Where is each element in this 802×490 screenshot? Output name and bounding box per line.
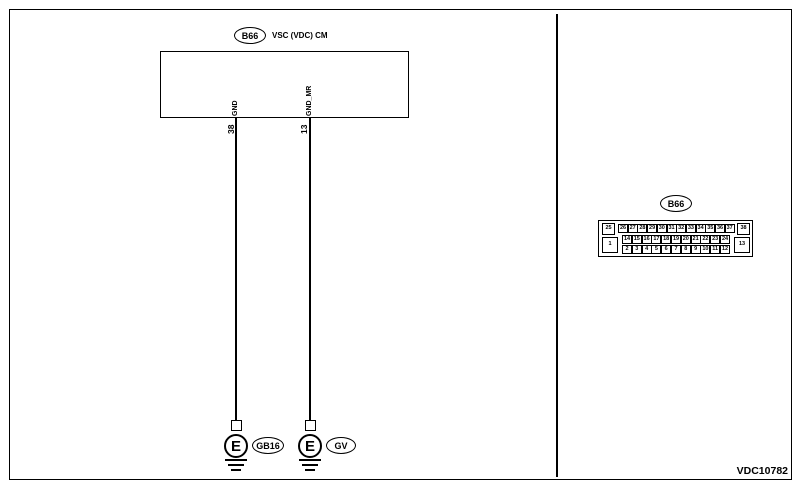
- connector-view-badge: B66: [660, 195, 692, 212]
- ground-bar-2c: [305, 469, 315, 471]
- pin-35: 35: [705, 224, 716, 233]
- pin-2: 2: [622, 245, 632, 254]
- ground-bar-1c: [231, 469, 241, 471]
- module-connector-badge: B66: [234, 27, 266, 44]
- pin-1: 1: [602, 237, 618, 253]
- panel-divider: [556, 14, 558, 477]
- pin-36: 36: [715, 224, 725, 233]
- pin-18: 18: [661, 235, 672, 244]
- pin-19: 19: [671, 235, 681, 244]
- pin-14: 14: [622, 235, 632, 244]
- ground-terminal-2: [305, 420, 316, 431]
- pin-29: 29: [647, 224, 658, 233]
- pin-10: 10: [700, 245, 711, 254]
- earth-icon-2: E: [298, 434, 322, 458]
- ground-bar-1b: [228, 464, 244, 466]
- pin-number-13: 13: [299, 124, 309, 134]
- pin-signal-gnd: GND: [232, 100, 239, 116]
- pin-5: 5: [651, 245, 662, 254]
- ground-code-2: GV: [334, 440, 348, 451]
- pin-31: 31: [666, 224, 677, 233]
- pin-9: 9: [690, 245, 701, 254]
- module-connector-id: B66: [241, 30, 259, 41]
- pin-33: 33: [685, 224, 696, 233]
- pin-34: 34: [695, 224, 706, 233]
- pin-8: 8: [680, 245, 691, 254]
- module-name: VSC (VDC) CM: [272, 31, 328, 40]
- ground-bar-1a: [225, 459, 247, 461]
- pin-26: 26: [618, 224, 628, 233]
- diagram-frame: [9, 9, 792, 480]
- pin-28: 28: [637, 224, 648, 233]
- module-box: [160, 51, 409, 118]
- pin-6: 6: [661, 245, 672, 254]
- pin-15: 15: [631, 235, 642, 244]
- pin-25: 25: [602, 223, 615, 235]
- ground-code-badge-2: GV: [326, 437, 356, 454]
- pin-21: 21: [690, 235, 701, 244]
- pin-38: 38: [737, 223, 750, 235]
- pin-27: 27: [627, 224, 638, 233]
- pin-signal-gnd-mr: GND_MR: [306, 85, 313, 116]
- pin-32: 32: [676, 224, 687, 233]
- pin-3: 3: [631, 245, 642, 254]
- pin-11: 11: [710, 245, 721, 254]
- pin-13: 13: [734, 237, 750, 253]
- pin-7: 7: [671, 245, 681, 254]
- ground-bar-2b: [302, 464, 318, 466]
- pin-12: 12: [720, 245, 730, 254]
- earth-icon-1: E: [224, 434, 248, 458]
- document-id: VDC10782: [736, 465, 788, 477]
- pin-4: 4: [641, 245, 652, 254]
- earth-symbol-1: E: [230, 437, 241, 455]
- earth-symbol-2: E: [304, 437, 315, 455]
- pin-23: 23: [710, 235, 721, 244]
- pin-24: 24: [720, 235, 730, 244]
- ground-terminal-1: [231, 420, 242, 431]
- ground-code-1: GB16: [256, 440, 280, 451]
- pin-30: 30: [656, 224, 667, 233]
- pin-16: 16: [641, 235, 652, 244]
- pin-20: 20: [680, 235, 691, 244]
- connector-view-id: B66: [667, 198, 685, 209]
- pin-17: 17: [651, 235, 662, 244]
- wire-gnd: [235, 118, 237, 420]
- pin-37: 37: [724, 224, 735, 233]
- ground-code-badge-1: GB16: [252, 437, 284, 454]
- pin-22: 22: [700, 235, 711, 244]
- wire-gnd-mr: [309, 118, 311, 420]
- ground-bar-2a: [299, 459, 321, 461]
